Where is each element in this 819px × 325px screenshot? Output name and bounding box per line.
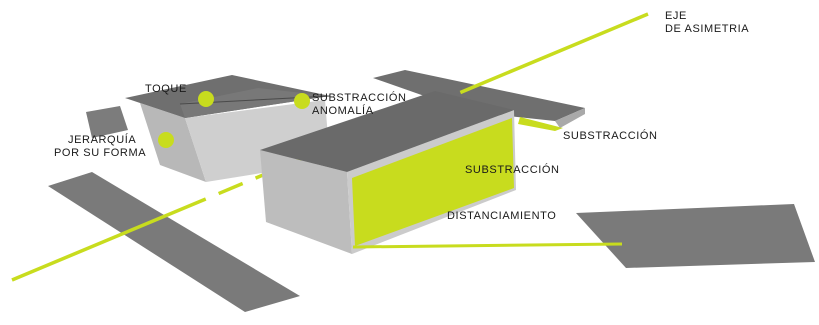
jerarquia-line1: JERARQUÍA [68,134,137,146]
jerarquia-label: JERARQUÍA POR SU FORMA [54,134,146,160]
back-right-slab-accent [518,117,563,131]
main-block-side-wall [260,150,352,254]
distanciamiento-line [352,242,623,249]
back-left-slab [86,106,128,138]
substraccion-front-label: SUBSTRACCIÓN [465,164,560,176]
distanciamiento-label: DISTANCIAMIENTO [447,210,557,222]
substraccion-right-label: SUBSTRACCIÓN [563,130,658,142]
substraccion-anomalia-marker [294,93,310,109]
eje-label: EJE DE ASIMETRIA [665,10,749,36]
back-right-slab-top [373,70,585,121]
substraccion-anomalia-label: SUBSTRACCIÓN ANOMALÍA [312,92,407,118]
ground-plane-left [48,172,300,312]
toque-marker [198,91,214,107]
left-building-roof-split [180,88,330,118]
main-block-roof [260,91,514,172]
toque-label: TOQUE [145,83,187,95]
eje-label-line1: EJE [665,10,687,22]
ground-plane-right [576,204,815,268]
main-block-accent-face [352,118,514,246]
jerarquia-marker [158,132,174,148]
jerarquia-line2: POR SU FORMA [54,147,147,159]
substraccion-anomalia-line1: SUBSTRACCIÓN [312,92,407,104]
back-right-slab-side [555,108,585,128]
eje-label-line2: DE ASIMETRIA [665,23,750,35]
substraccion-anomalia-line2: ANOMALÍA [312,105,374,117]
